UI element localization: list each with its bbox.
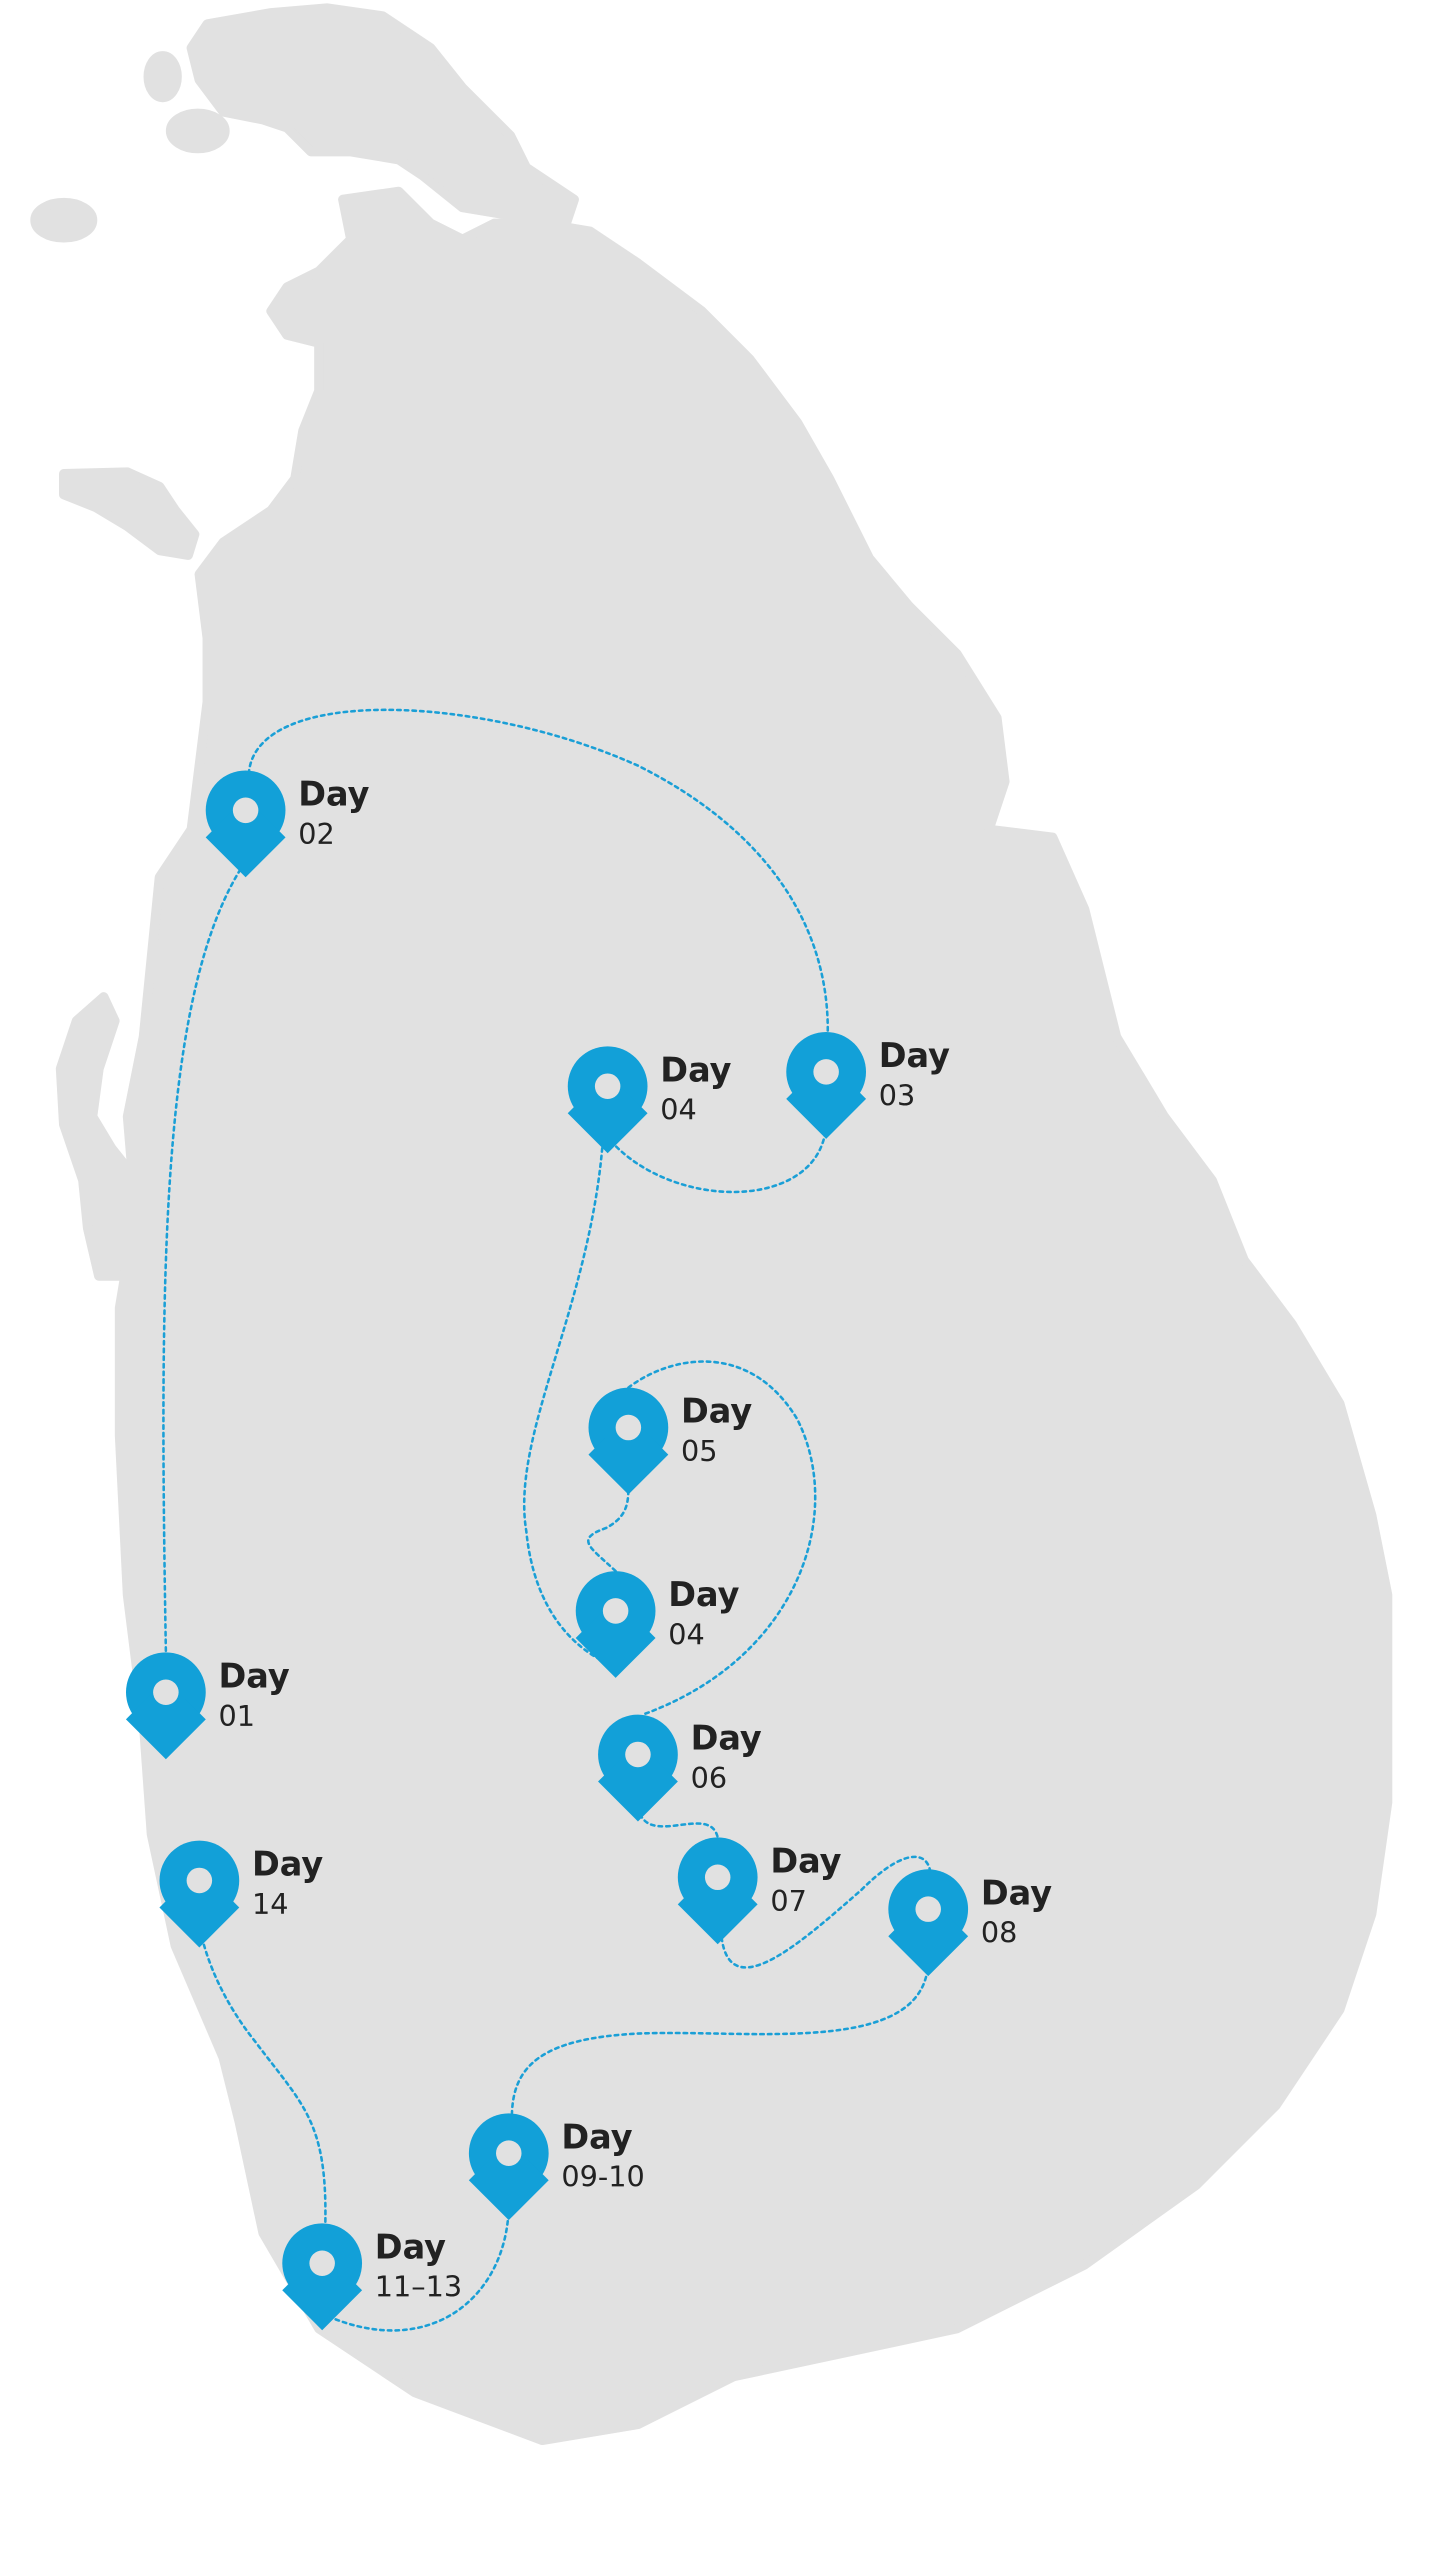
stop-day-number: 02	[298, 817, 335, 851]
stop-day-11-13[interactable]: Day 11–13	[282, 2223, 462, 2331]
mannar-island	[59, 467, 200, 560]
stop-label: Day	[681, 1392, 752, 1431]
map-pin-icon	[786, 1031, 867, 1139]
map-pin-icon	[159, 1840, 240, 1948]
map-pin-icon	[282, 2223, 363, 2331]
route-segment	[522, 1139, 617, 1669]
stop-day-06[interactable]: Day 06	[598, 1714, 762, 1822]
stop-day-number: 04	[660, 1093, 697, 1127]
stop-day-number: 07	[770, 1884, 807, 1918]
route-segment	[587, 1478, 630, 1573]
stop-label: Day	[879, 1036, 950, 1075]
stop-label: Day	[561, 2117, 632, 2156]
map-pin-icon	[677, 1837, 758, 1945]
stop-label: Day	[770, 1841, 841, 1880]
map-pin-icon	[125, 1652, 206, 1760]
stop-label: Day	[691, 1719, 762, 1758]
stop-day-08[interactable]: Day 08	[888, 1869, 1052, 1977]
stop-day-number: 09-10	[561, 2160, 644, 2194]
stop-day-number: 06	[691, 1761, 728, 1795]
stop-day-number: 01	[218, 1699, 255, 1733]
map-pin-icon	[888, 1869, 969, 1977]
jaffna-peninsula	[186, 3, 579, 229]
stop-day-number: 03	[879, 1078, 916, 1112]
route-segment	[247, 708, 830, 1035]
route-segment	[627, 1360, 817, 1716]
route-segment	[636, 1805, 719, 1839]
route-segment	[325, 2204, 511, 2332]
stop-day-03[interactable]: Day 03	[786, 1031, 950, 1139]
route-segment	[719, 1855, 932, 1969]
map-pin-icon	[598, 1714, 678, 1822]
stop-label: Day	[981, 1873, 1052, 1912]
stop-day-number: 11–13	[375, 2270, 462, 2304]
stop-day-05[interactable]: Day 05	[588, 1387, 752, 1495]
map-pin-icon	[588, 1387, 669, 1495]
island-main	[114, 186, 1393, 2446]
island-small	[143, 51, 182, 103]
stop-label: Day	[252, 1845, 323, 1884]
stop-day-07[interactable]: Day 07	[677, 1837, 842, 1945]
stop-label: Day	[375, 2227, 446, 2266]
map-pin-icon	[575, 1571, 656, 1678]
kalpitiya-peninsula	[55, 992, 141, 1281]
stop-label: Day	[668, 1575, 739, 1614]
island-small	[30, 197, 98, 243]
route-segment	[606, 1123, 828, 1194]
stop-label: Day	[298, 775, 369, 814]
stop-day-04-second[interactable]: Day 04	[575, 1571, 740, 1678]
stop-day-01[interactable]: Day 01	[125, 1652, 290, 1760]
stop-label: Day	[660, 1050, 731, 1089]
stop-day-number: 05	[681, 1434, 718, 1468]
route-segment	[162, 860, 247, 1653]
island-small	[165, 108, 230, 154]
stop-day-number: 04	[668, 1617, 705, 1651]
route-segment	[199, 1931, 327, 2224]
landmass	[30, 3, 1393, 2446]
route	[162, 708, 932, 2332]
route-segment	[510, 1960, 930, 2115]
stop-day-14[interactable]: Day 14	[159, 1840, 323, 1948]
stop-day-number: 08	[981, 1916, 1018, 1950]
stop-label: Day	[218, 1656, 289, 1695]
stop-day-number: 14	[252, 1887, 289, 1921]
